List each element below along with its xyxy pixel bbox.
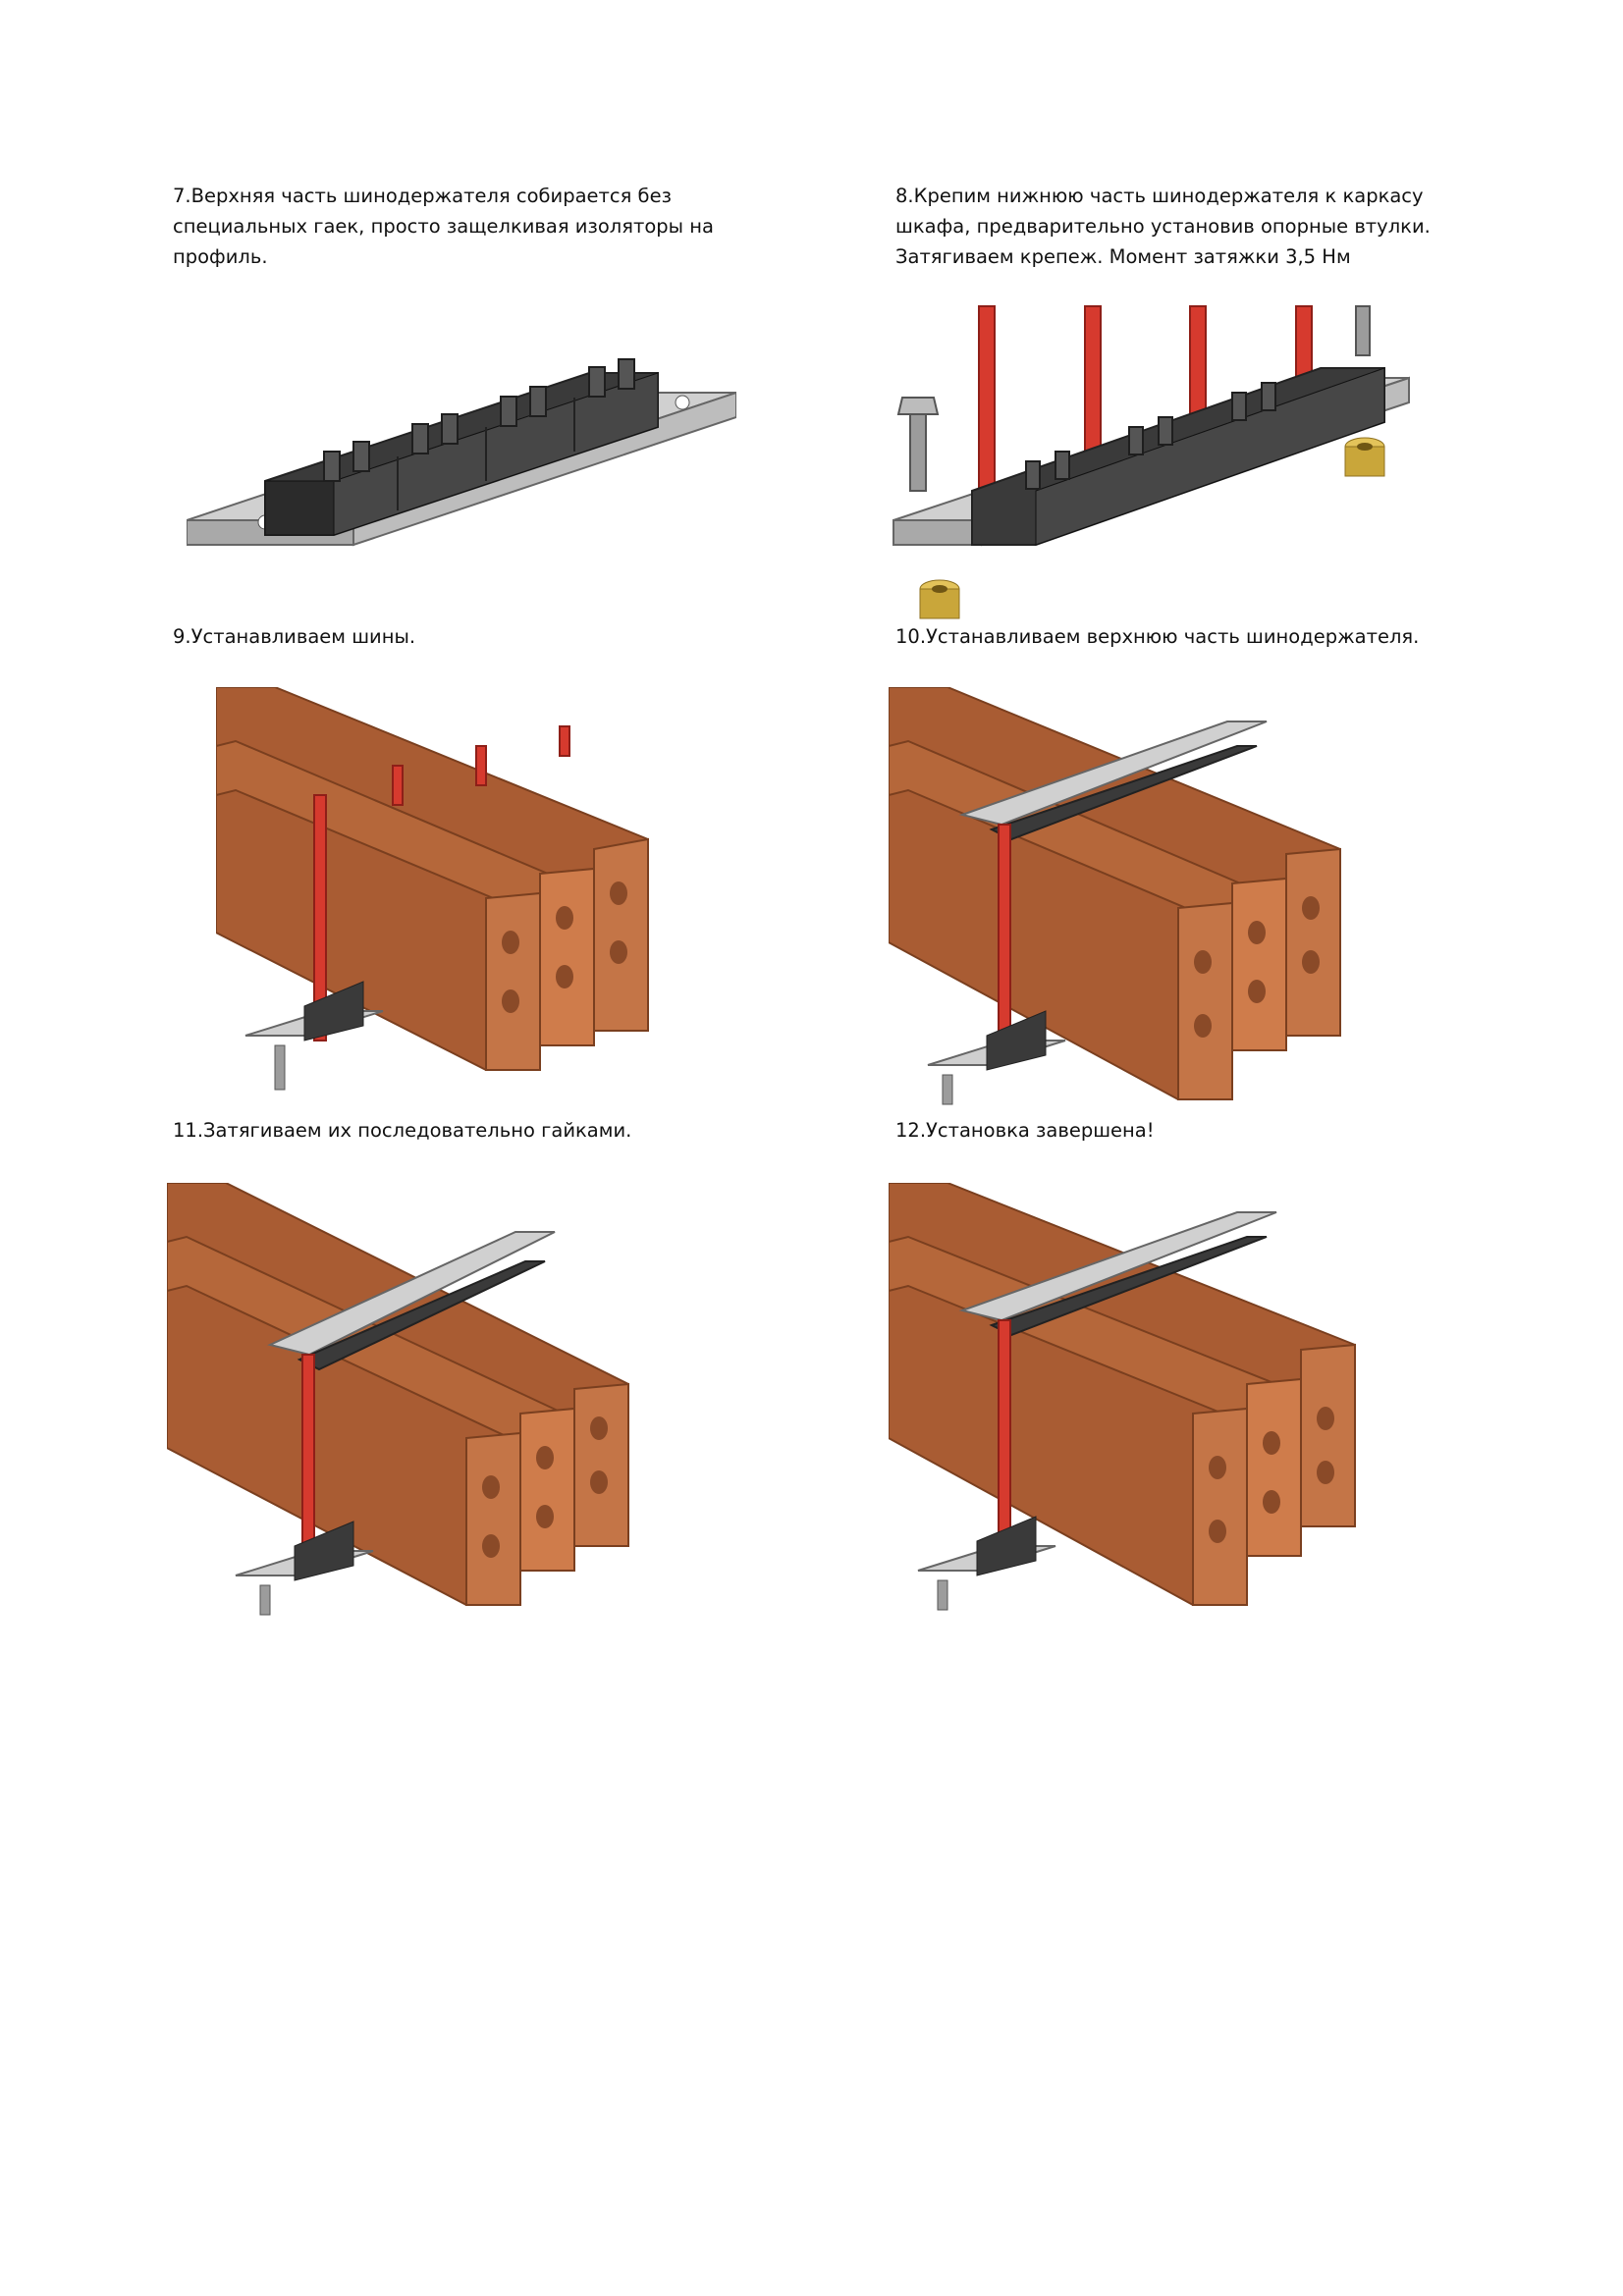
- step-9-caption: 9.Устанавливаем шины.: [173, 625, 416, 648]
- step-10-caption: 10.Устанавливаем верхнюю часть шинодержа…: [895, 625, 1420, 648]
- step-12-illustration: [889, 1183, 1360, 1625]
- step-11-caption: 11.Затягиваем их последовательно гайками…: [173, 1119, 632, 1142]
- step-12-caption: 12.Установка завершена!: [895, 1119, 1155, 1142]
- step-7-illustration: [187, 353, 736, 569]
- step-7-caption: 7.Верхняя часть шинодержателя собирается…: [173, 185, 714, 268]
- step-11-illustration: [167, 1183, 638, 1625]
- step-10-illustration: [889, 687, 1350, 1109]
- step-8-caption: 8.Крепим нижнюю часть шинодержателя к ка…: [895, 185, 1431, 268]
- step-8-illustration: [889, 304, 1419, 628]
- step-9-illustration: [216, 687, 658, 1109]
